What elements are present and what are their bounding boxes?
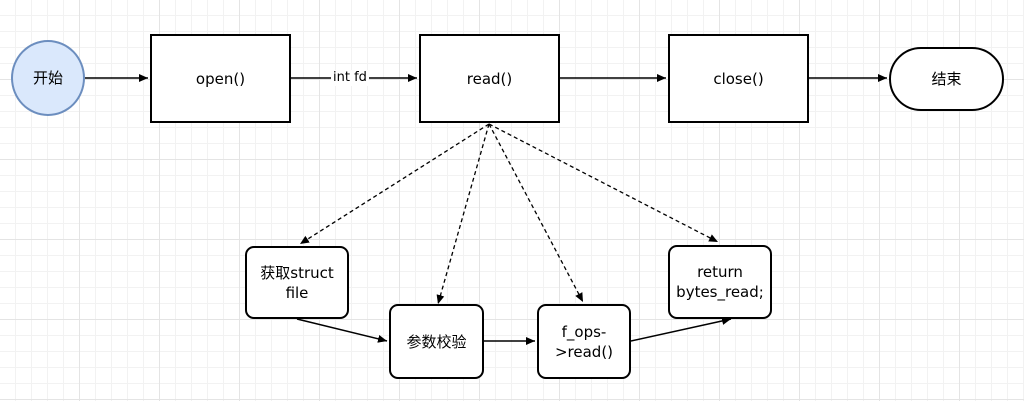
param-validate-label: 参数校验 bbox=[406, 332, 467, 351]
get-struct-file-label: 获取struct file bbox=[260, 263, 334, 302]
edge-getfile-validate bbox=[296, 318, 388, 343]
close-node[interactable]: close() bbox=[668, 34, 809, 123]
edge-fopsread-return bbox=[630, 317, 732, 342]
read-node[interactable]: read() bbox=[419, 34, 560, 123]
get-struct-file-node[interactable]: 获取struct file bbox=[245, 246, 349, 319]
return-bytes-node[interactable]: return bytes_read; bbox=[668, 245, 772, 319]
open-node-label: open() bbox=[195, 69, 246, 88]
end-node[interactable]: 结束 bbox=[889, 47, 1004, 111]
edge-read-validate bbox=[436, 123, 490, 305]
edge-read-getfile bbox=[299, 123, 490, 245]
read-node-label: read() bbox=[466, 69, 513, 88]
open-node[interactable]: open() bbox=[150, 34, 291, 123]
start-node-label: 开始 bbox=[32, 69, 63, 87]
close-node-label: close() bbox=[713, 69, 764, 88]
edge-read-return bbox=[488, 123, 719, 243]
edge-read-fopsread bbox=[488, 123, 584, 303]
return-bytes-label: return bytes_read; bbox=[676, 263, 764, 301]
edge-label-int-fd: int fd bbox=[331, 70, 369, 86]
fops-read-label: f_ops- >read() bbox=[554, 322, 614, 361]
param-validate-node[interactable]: 参数校验 bbox=[389, 304, 484, 379]
fops-read-node[interactable]: f_ops- >read() bbox=[537, 304, 631, 379]
end-node-label: 结束 bbox=[931, 70, 962, 88]
start-node[interactable]: 开始 bbox=[11, 40, 85, 116]
